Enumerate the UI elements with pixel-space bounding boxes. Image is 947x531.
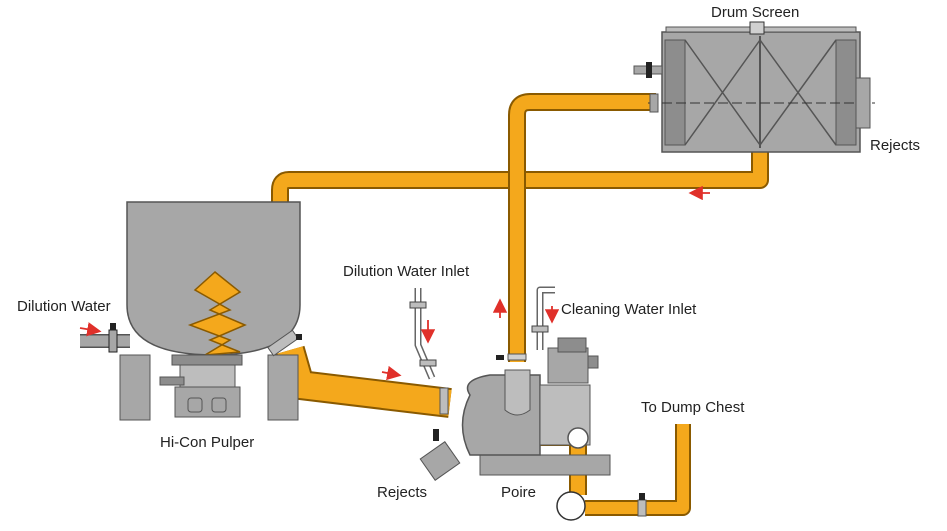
label-drum-screen: Drum Screen [711,4,800,21]
label-rejects-top: Rejects [870,137,921,154]
hi-con-pulper [108,201,302,421]
inlet-valves [409,301,549,367]
label-dilution-water-inlet: Dilution Water Inlet [343,263,470,280]
label-hi-con-pulper: Hi-Con Pulper [160,434,255,451]
transfer-pump [556,427,647,521]
label-rejects-bottom: Rejects [377,484,428,501]
label-dilution-water: Dilution Water [17,298,111,315]
label-cleaning-water-inlet: Cleaning Water Inlet [561,301,697,318]
drum-screen [633,21,875,153]
label-poire: Poire [501,484,537,501]
flow-arrows [79,185,710,381]
label-to-dump-chest: To Dump Chest [641,399,745,416]
